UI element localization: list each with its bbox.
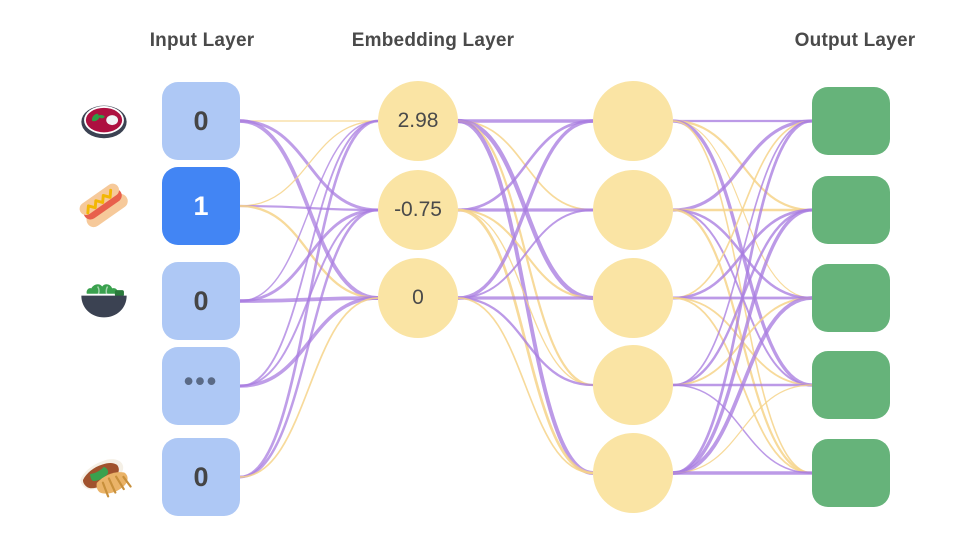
- input-node-value: 0: [193, 461, 209, 492]
- network-edge: [672, 296, 813, 475]
- input-node-ellipsis[interactable]: •••: [162, 347, 240, 425]
- network-edge: [239, 120, 379, 207]
- hidden-node-2[interactable]: [593, 170, 673, 250]
- network-edge: [457, 297, 594, 474]
- output-layer-title: Output Layer: [794, 30, 916, 51]
- output-node-3[interactable]: [812, 264, 890, 332]
- salad-icon: [75, 272, 133, 330]
- network-edge: [239, 119, 379, 212]
- embedding-node-3[interactable]: [378, 258, 458, 338]
- output-node-2[interactable]: [812, 176, 890, 244]
- hidden-node-4[interactable]: [593, 345, 673, 425]
- network-edge: [239, 297, 379, 478]
- network-edge: [457, 209, 594, 299]
- input-node-value: 0: [193, 105, 209, 136]
- input-node-salad[interactable]: 0: [162, 262, 240, 340]
- embedding-node-1[interactable]: [378, 81, 458, 161]
- hotdog-icon: [75, 177, 133, 235]
- hidden-node-5[interactable]: [593, 433, 673, 513]
- network-edge: [457, 119, 594, 300]
- network-edge: [672, 119, 813, 212]
- hidden-node-1[interactable]: [593, 81, 673, 161]
- input-node-value: 0: [193, 285, 209, 316]
- input-node-value: •••: [183, 365, 219, 396]
- hidden-node-3[interactable]: [593, 258, 673, 338]
- network-edge: [239, 208, 379, 479]
- output-node-5[interactable]: [812, 439, 890, 507]
- node-shapes: [378, 81, 890, 513]
- edges-input-to-embedding: [239, 119, 379, 479]
- embedding-node-2[interactable]: [378, 170, 458, 250]
- network-edge: [672, 120, 813, 386]
- embedding-layer-title: Embedding Layer: [351, 30, 515, 51]
- steak-icon: [75, 92, 133, 150]
- network-edge: [672, 119, 813, 475]
- network-edge: [239, 120, 379, 302]
- input-layer-title: Input Layer: [149, 30, 255, 51]
- input-node-steak[interactable]: 0: [162, 82, 240, 160]
- network-edge: [239, 119, 379, 479]
- network-edge: [457, 119, 594, 212]
- network-edge: [239, 120, 379, 387]
- burrito-icon: [75, 448, 133, 506]
- network-edge: [239, 204, 379, 212]
- output-node-1[interactable]: [812, 87, 890, 155]
- edges-hidden-to-output: [672, 119, 813, 475]
- input-node-hotdog[interactable]: 1: [162, 167, 240, 245]
- input-node-burrito[interactable]: 0: [162, 438, 240, 516]
- edges-embedding-to-hidden: [457, 118, 594, 475]
- network-edge: [672, 384, 813, 474]
- input-node-value: 1: [193, 190, 209, 221]
- output-node-4[interactable]: [812, 351, 890, 419]
- network-edge: [457, 296, 594, 387]
- network-edge: [672, 208, 813, 475]
- network-edge: [672, 120, 813, 299]
